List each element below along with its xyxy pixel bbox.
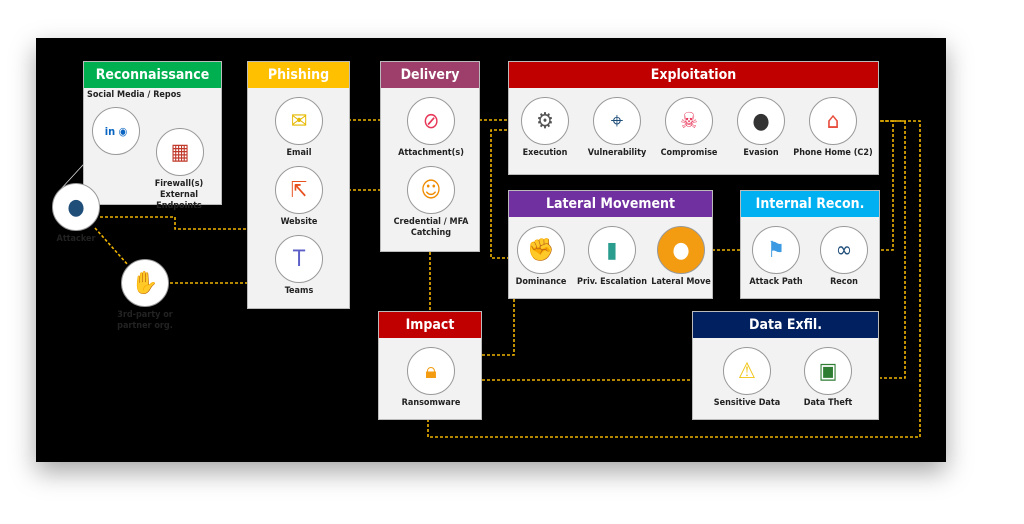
reconnaissance-box: Reconnaissance Social Media / Repos in ◉… <box>83 61 222 211</box>
vulnerability-node: ⌖ Vulnerability <box>577 97 657 159</box>
phone-home-node: ⌂ Phone Home (C2) <box>791 97 875 159</box>
escalation-icon: ▮ <box>588 226 636 274</box>
phishing-title: Phishing <box>248 62 349 88</box>
priv-escalation-node: ▮ Priv. Escalation <box>569 226 655 288</box>
lateral-move-label: Lateral Move <box>651 277 711 287</box>
impact-title: Impact <box>379 312 481 338</box>
social-media-label: Social Media / Repos <box>87 90 182 100</box>
binoculars-icon: ∞ <box>820 226 868 274</box>
vulnerability-label: Vulnerability <box>587 148 647 158</box>
website-label: Website <box>280 217 318 227</box>
lateral-movement-title: Lateral Movement <box>509 191 712 217</box>
data-theft-node: ▣ Data Theft <box>788 347 868 409</box>
priv-escalation-label: Priv. Escalation <box>577 277 647 287</box>
delivery-title: Delivery <box>381 62 479 88</box>
phishing-box: Phishing ✉ Email ⇱ Website T Teams <box>247 61 350 309</box>
attack-path-icon: ⚑ <box>752 226 800 274</box>
sensitive-folder-icon: ⚠ <box>723 347 771 395</box>
lateral-move-node: ● Lateral Move <box>641 226 721 288</box>
dominance-label: Dominance <box>515 277 567 287</box>
endpoints-label: External Endpoints <box>156 190 202 211</box>
attachment-node: ⊘ Attachment(s) <box>391 97 471 159</box>
reconnaissance-title: Reconnaissance <box>84 62 221 88</box>
execution-node: ⚙ Execution <box>505 97 585 159</box>
user-icon: ● <box>657 226 705 274</box>
firewall-icon: ▦ <box>156 128 204 176</box>
hacker-icon: ● <box>52 183 100 231</box>
evasion-label: Evasion <box>743 148 779 158</box>
credential-label: Credential / MFA Catching <box>393 217 469 238</box>
exploitation-box: Exploitation ⚙ Execution ⌖ Vulnerability ☠… <box>508 61 879 175</box>
compromise-node: ☠ Compromise <box>649 97 729 159</box>
ransomware-node: 🔒︎ Ransomware <box>391 347 471 409</box>
teams-icon: T <box>275 235 323 283</box>
lateral-movement-box: Lateral Movement ✊ Dominance ▮ Priv. Escal… <box>508 190 713 299</box>
recon-label: Recon <box>830 277 858 287</box>
phone-home-label: Phone Home (C2) <box>793 148 873 158</box>
sensitive-data-node: ⚠ Sensitive Data <box>707 347 787 409</box>
firewall-label: Firewall(s) <box>154 179 204 189</box>
attacker-node: ● Attacker <box>36 183 116 245</box>
email-icon: ✉ <box>275 97 323 145</box>
thief-monitor-icon: ▣ <box>804 347 852 395</box>
website-node: ⇱ Website <box>259 166 339 228</box>
credential-icon: ☺ <box>407 166 455 214</box>
recon-node: ∞ Recon <box>804 226 884 288</box>
execution-icon: ⚙ <box>521 97 569 145</box>
data-exfil-box: Data Exfil. ⚠ Sensitive Data ▣ Data Theft <box>692 311 879 420</box>
social-media-icon: in ◉ <box>92 107 140 155</box>
teams-node: T Teams <box>259 235 339 297</box>
credential-node: ☺ Credential / MFA Catching <box>381 166 481 239</box>
data-theft-label: Data Theft <box>803 398 853 408</box>
handshake-icon: ✋ <box>121 259 169 307</box>
third-party-node: ✋ 3rd-party or partner org. <box>105 259 185 332</box>
compromise-label: Compromise <box>660 148 718 158</box>
spy-icon: ● <box>737 97 785 145</box>
dominance-node: ✊ Dominance <box>501 226 581 288</box>
ransomware-label: Ransomware <box>401 398 461 408</box>
data-exfil-title: Data Exfil. <box>693 312 878 338</box>
ransomware-laptop-icon: 🔒︎ <box>407 347 455 395</box>
execution-label: Execution <box>522 148 568 158</box>
exploitation-title: Exploitation <box>509 62 878 88</box>
attack-path-node: ⚑ Attack Path <box>736 226 816 288</box>
third-party-label: 3rd-party or partner org. <box>117 310 173 331</box>
delivery-box: Delivery ⊘ Attachment(s) ☺ Credential / MF… <box>380 61 480 252</box>
click-icon: ⇱ <box>275 166 323 214</box>
teams-label: Teams <box>284 286 314 296</box>
attachment-icon: ⊘ <box>407 97 455 145</box>
evasion-node: ● Evasion <box>721 97 801 159</box>
email-label: Email <box>286 148 312 158</box>
compromise-icon: ☠ <box>665 97 713 145</box>
sensitive-data-label: Sensitive Data <box>713 398 781 408</box>
email-node: ✉ Email <box>259 97 339 159</box>
house-phone-icon: ⌂ <box>809 97 857 145</box>
impact-box: Impact 🔒︎ Ransomware <box>378 311 482 420</box>
bug-target-icon: ⌖ <box>593 97 641 145</box>
attachment-label: Attachment(s) <box>398 148 464 158</box>
attack-path-label: Attack Path <box>749 277 803 287</box>
internal-recon-title: Internal Recon. <box>741 191 879 217</box>
internal-recon-box: Internal Recon. ⚑ Attack Path ∞ Recon <box>740 190 880 299</box>
attacker-label: Attacker <box>56 234 96 244</box>
dominance-icon: ✊ <box>517 226 565 274</box>
